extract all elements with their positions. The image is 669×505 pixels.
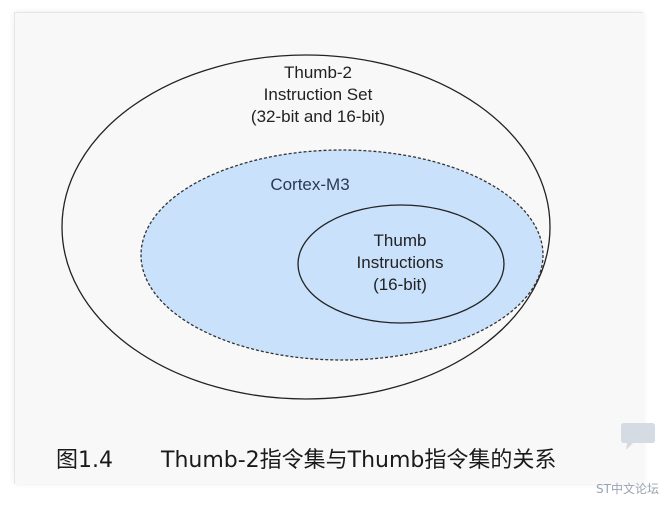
outer-set-line-2: Instruction Set	[263, 85, 373, 104]
chat-bubble-icon	[621, 423, 655, 450]
watermark-text: ST中文论坛	[596, 482, 659, 496]
outer-set-line-3: (32-bit and 16-bit)	[250, 107, 386, 126]
inner-set-line-3: (16-bit)	[373, 275, 427, 294]
inner-set-label: Thumb Instructions (16-bit)	[320, 230, 480, 296]
inner-set-line-2: Instructions	[356, 253, 444, 272]
figure-caption-text: Thumb-2指令集与Thumb指令集的关系	[161, 448, 557, 473]
middle-ellipse-cortex-m3	[140, 149, 544, 361]
cortex-m3-label: Cortex-M3	[270, 175, 350, 194]
outer-set-line-1: Thumb-2	[283, 63, 353, 82]
figure-number: 图1.4	[56, 448, 113, 473]
inner-set-line-1: Thumb	[373, 231, 427, 250]
inner-ellipse-thumb	[297, 204, 505, 324]
figure-caption: 图1.4 Thumb-2指令集与Thumb指令集的关系	[56, 442, 656, 474]
outer-ellipse-thumb2	[61, 54, 551, 400]
outer-set-label: Thumb-2 Instruction Set (32-bit and 16-b…	[213, 62, 423, 128]
